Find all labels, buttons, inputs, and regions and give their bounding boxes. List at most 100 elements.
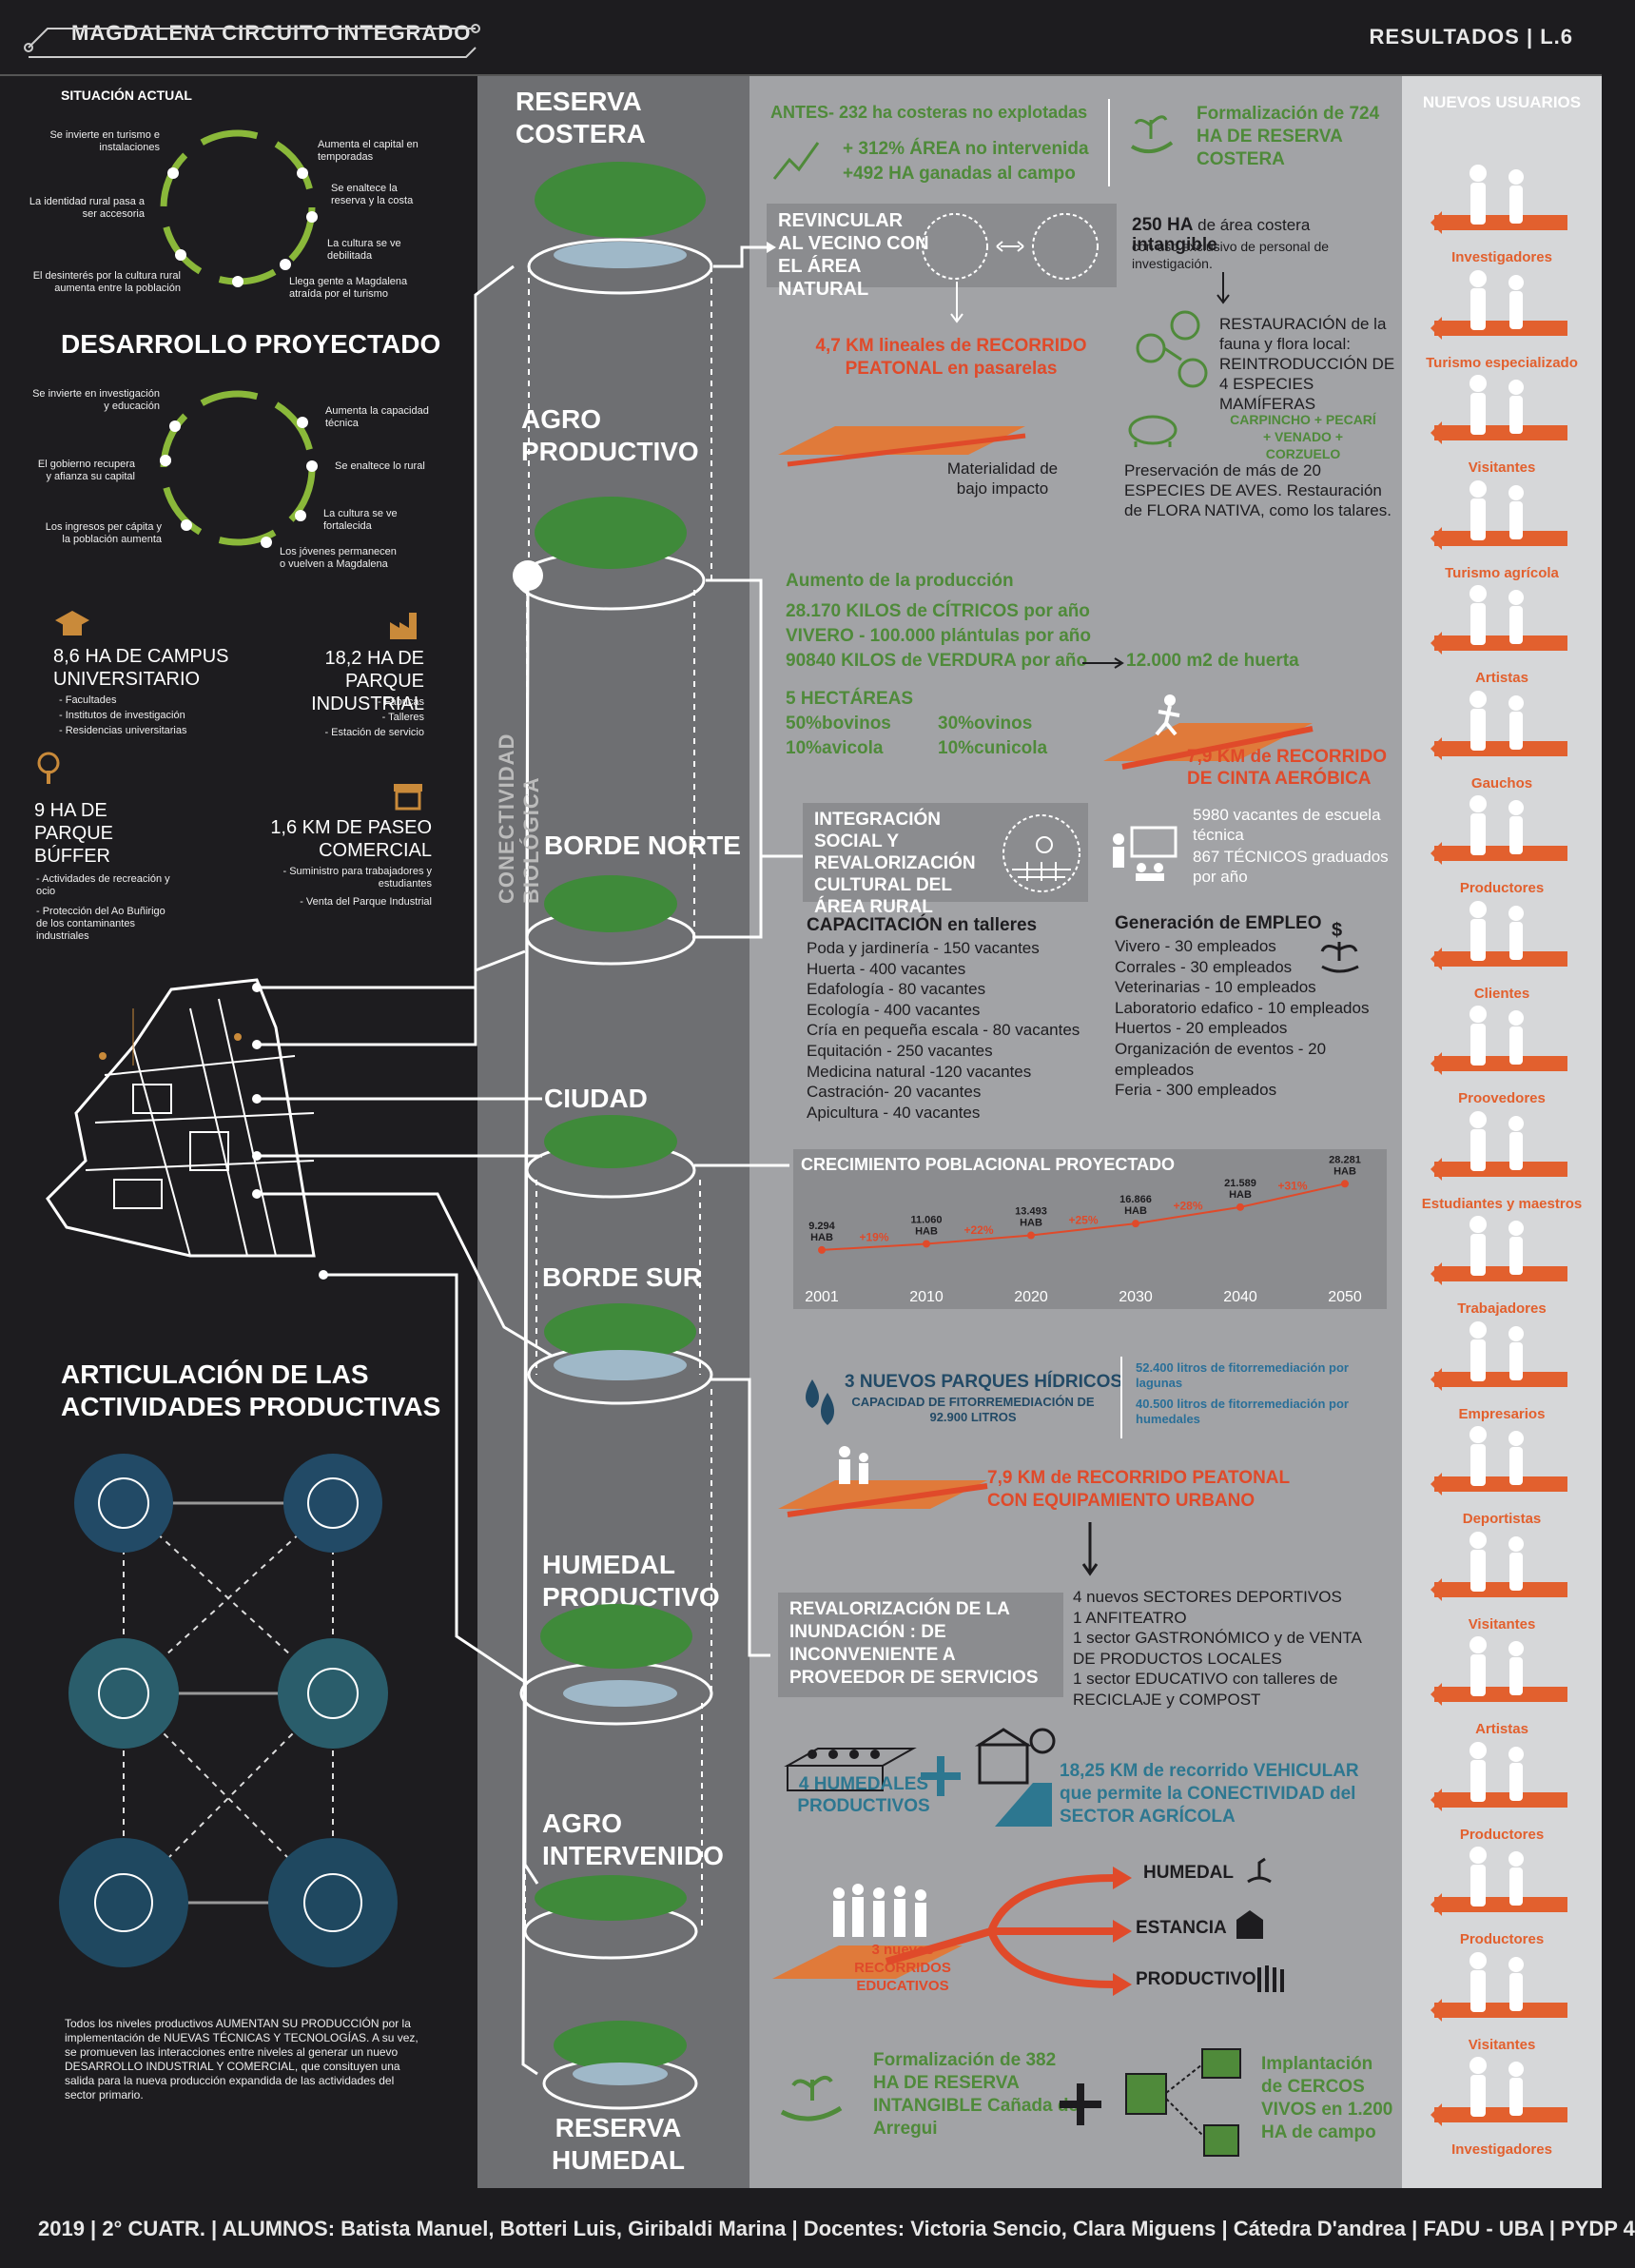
user-label: Artistas	[1475, 670, 1528, 686]
user-label: Investigadores	[1451, 249, 1552, 265]
vacantes-text: 5980 vacantes de escuela técnica	[1193, 806, 1381, 844]
zone-reserva-humedal: RESERVA HUMEDAL	[552, 2113, 685, 2175]
humedales-text: 40.500 litros de fitorremediación por hu…	[1136, 1397, 1349, 1426]
agro-citricos: 28.170 KILOS de CÍTRICOS por año	[786, 601, 1090, 621]
agro-avicola: 10%avicola	[786, 738, 884, 758]
articulacion-diagram	[59, 1454, 398, 1967]
list-item: Feria - 300 empleados	[1115, 1081, 1277, 1100]
borde-sur-list: 4 nuevos SECTORES DEPORTIVOS 1 ANFITEATR…	[1073, 1587, 1387, 1711]
chart-title: CRECIMIENTO POBLACIONAL PROYECTADO	[801, 1155, 1176, 1174]
growth-label: +31%	[1277, 1180, 1307, 1193]
user-label: Trabajadores	[1457, 1300, 1547, 1317]
x-tick-label: 2030	[1119, 1289, 1153, 1305]
desarrollo-item: Se invierte en investigación y educación	[32, 388, 160, 412]
x-tick-label: 2020	[1014, 1289, 1048, 1305]
user-label: Visitantes	[1468, 459, 1536, 476]
agro-bovinos: 50%bovinos	[786, 714, 891, 733]
buffer-item: - Actividades de recreación y ocio	[36, 873, 170, 897]
paseo-item: - Venta del Parque Industrial	[300, 896, 432, 908]
user-silhouette	[1431, 795, 1567, 865]
fauna-flora-icon	[1136, 310, 1208, 388]
down-arrow-icon	[950, 282, 963, 323]
user-label: Gauchos	[1470, 774, 1533, 792]
population-point	[1027, 1231, 1035, 1240]
wetland-tray-icon	[784, 1748, 917, 1791]
down-arrow-icon	[1217, 272, 1230, 304]
agro-ovinos: 30%ovinos	[938, 714, 1033, 733]
intangible: intangible	[1132, 235, 1217, 255]
industrial-title: 18,2 HA DE PARQUE INDUSTRIAL	[311, 648, 424, 714]
zone-terrains	[516, 162, 713, 2110]
user-silhouette	[1431, 1531, 1567, 1601]
plus-icon	[921, 1756, 961, 1796]
list-item: Vivero - 30 empleados	[1115, 937, 1276, 955]
situacion-item: Se enaltece la reserva y la costa	[331, 183, 414, 206]
situacion-title: SITUACIÓN ACTUAL	[61, 88, 192, 103]
list-item: Edafología - 80 vacantes	[807, 980, 986, 999]
x-tick-label: 2010	[909, 1289, 944, 1305]
situacion-item: Se invierte en turismo e instalaciones	[49, 129, 160, 153]
user-silhouette	[1431, 585, 1567, 655]
formalizacion-382: Formalización de 382 HA DE RESERVA INTAN…	[873, 2050, 1080, 2139]
population-value-label: HAB	[1020, 1218, 1042, 1229]
user-label: Empresarios	[1458, 1405, 1546, 1422]
field-sun-icon	[1002, 814, 1080, 892]
user-silhouette	[1431, 900, 1567, 970]
industrial-item: - Fábricas	[378, 696, 424, 708]
population-point	[923, 1240, 930, 1248]
ha250: 250 HA	[1132, 215, 1194, 235]
growth-label: +25%	[1068, 1213, 1098, 1226]
users-title: NUEVOS USUARIOS	[1422, 93, 1582, 111]
zone-borde-norte: BORDE NORTE	[544, 831, 741, 860]
capacitacion-list: Poda y jardinería - 150 vacantes Huerta …	[807, 938, 1111, 1123]
user-silhouette	[1431, 1216, 1567, 1285]
list-item: Organización de eventos - 20 empleados	[1115, 1039, 1327, 1079]
footer-credits: 2019 | 2° CUATR. | ALUMNOS: Batista Manu…	[38, 2217, 1635, 2240]
campus-item: - Institutos de investigación	[59, 710, 185, 721]
user-silhouette	[1431, 269, 1567, 340]
tecnicos-text: 867 TÉCNICOS graduados por año	[1193, 848, 1389, 886]
empleo-title: Generación de EMPLEO	[1115, 913, 1322, 933]
desarrollo-title: DESARROLLO PROYECTADO	[61, 329, 441, 359]
down-arrow-icon	[1081, 1522, 1099, 1576]
situacion-item: La cultura se ve debilitada	[327, 238, 401, 262]
sheet-label: RESULTADOS | L.6	[1369, 25, 1573, 49]
population-point	[1132, 1220, 1139, 1228]
ha250-sub: con uso exclusivo de personal de investi…	[1132, 239, 1330, 271]
living-fences-icon	[1125, 2048, 1241, 2157]
list-item: Cría en pequeña escala - 80 vacantes	[807, 1021, 1080, 1040]
list-item: Castración- 20 vacantes	[807, 1083, 982, 1102]
population-point	[1341, 1180, 1349, 1188]
divider	[1120, 1357, 1122, 1438]
user-label: Proovedores	[1458, 1090, 1546, 1106]
integracion-text: INTEGRACIÓN SOCIAL Y REVALORIZACIÓN CULT…	[814, 810, 976, 917]
user-silhouette	[1431, 1636, 1567, 1706]
desarrollo-item: Los ingresos per cápita y la población a…	[45, 521, 162, 545]
plus-icon	[1060, 2083, 1101, 2125]
reserva-formalizacion: Formalización de 724 HA DE RESERVA COSTE…	[1197, 104, 1380, 169]
industrial-item: - Talleres	[381, 712, 424, 723]
user-label: Productores	[1459, 1826, 1545, 1843]
zone-borde-sur: BORDE SUR	[542, 1262, 703, 1292]
growth-label: +28%	[1173, 1199, 1202, 1212]
footer-bar	[0, 2188, 1602, 2268]
x-tick-label: 2001	[805, 1289, 839, 1305]
list-item: Corrales - 30 empleados	[1115, 957, 1293, 976]
capacitacion-title: CAPACITACIÓN en talleres	[807, 915, 1038, 935]
zone-agro-productivo: AGRO PRODUCTIVO	[521, 404, 699, 466]
user-label: Productores	[1459, 880, 1545, 896]
agro-vivero: VIVERO - 100.000 plántulas por año	[786, 626, 1091, 646]
user-label: Turismo especializado	[1426, 354, 1578, 371]
list-item: Apicultura - 40 vacantes	[807, 1103, 981, 1122]
agro-aumento: Aumento de la producción	[786, 571, 1014, 591]
user-label: Deportistas	[1462, 1511, 1542, 1527]
recorridos-educativos: 3 nuevos RECORRIDOS EDUCATIVOS	[854, 1942, 951, 1994]
parques-hidricos: 3 NUEVOS PARQUES HÍDRICOS	[845, 1372, 1123, 1392]
population-line	[821, 1183, 1346, 1251]
revalorizacion-text: REVALORIZACIÓN DE LA INUNDACIÓN : DE INC…	[789, 1599, 1039, 1688]
reserva-antes: ANTES- 232 ha costeras no explotadas	[770, 103, 1088, 122]
paseo-item: - Suministro para trabajadores y estudia…	[282, 866, 432, 890]
ha250-text: de área costera	[1197, 216, 1311, 234]
user-silhouette	[1431, 1320, 1567, 1391]
list-item: Huerta - 400 vacantes	[807, 959, 966, 978]
